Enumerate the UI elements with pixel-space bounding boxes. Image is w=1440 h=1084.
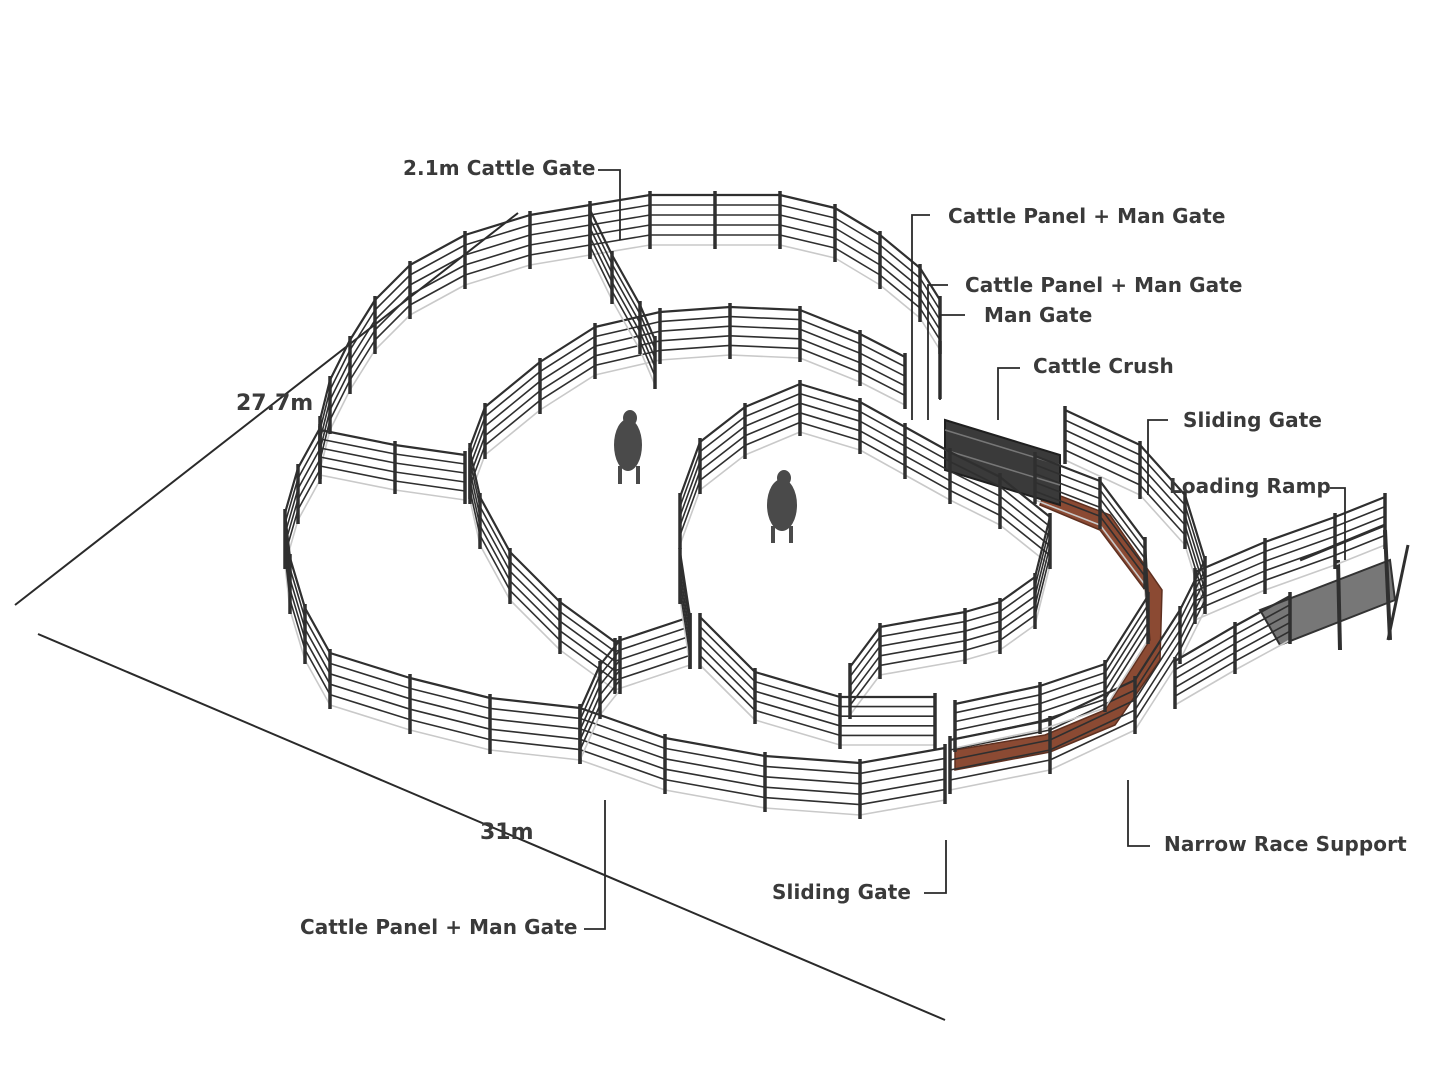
inner-top-fence	[468, 303, 907, 499]
dimension-depth-label: 27.7m	[236, 391, 314, 416]
label-cattle-panel-man-gate-bottom: Cattle Panel + Man Gate	[300, 915, 578, 939]
cow-2	[767, 470, 797, 543]
ramp-approach-fence-2	[1173, 592, 1292, 709]
outer-bottom-fence	[283, 424, 947, 819]
dimension-line-depth	[14, 212, 519, 606]
label-cattle-panel-man-gate-mid: Cattle Panel + Man Gate	[965, 273, 1243, 297]
race-inner-fence	[953, 452, 1150, 752]
label-loading-ramp: Loading Ramp	[1169, 474, 1331, 498]
cattle	[614, 410, 797, 543]
cattle-crush	[944, 418, 1061, 507]
ramp-approach-fence	[1193, 493, 1387, 624]
left-connector-fence	[318, 426, 467, 504]
lower-inner-fence	[698, 613, 937, 749]
inner-oval-fence	[678, 380, 1052, 719]
label-narrow-race-support: Narrow Race Support	[1164, 832, 1407, 856]
cow-1	[614, 410, 642, 484]
dimension-width-label: 31m	[480, 820, 534, 845]
label-sliding-gate-right: Sliding Gate	[1183, 408, 1323, 432]
middle-loop-fence	[468, 448, 692, 694]
label-cattle-crush: Cattle Crush	[1033, 354, 1174, 378]
leader-lines	[584, 169, 1346, 930]
label-man-gate: Man Gate	[984, 303, 1093, 327]
top-divider-fence	[588, 206, 657, 389]
label-cattle-panel-man-gate-top: Cattle Panel + Man Gate	[948, 204, 1226, 228]
label-sliding-gate-bottom: Sliding Gate	[772, 880, 912, 904]
label-cattle-gate-2-1m: 2.1m Cattle Gate	[403, 156, 596, 180]
dimension-line-width	[37, 633, 946, 1021]
lower-left-gate-fence	[578, 636, 622, 764]
